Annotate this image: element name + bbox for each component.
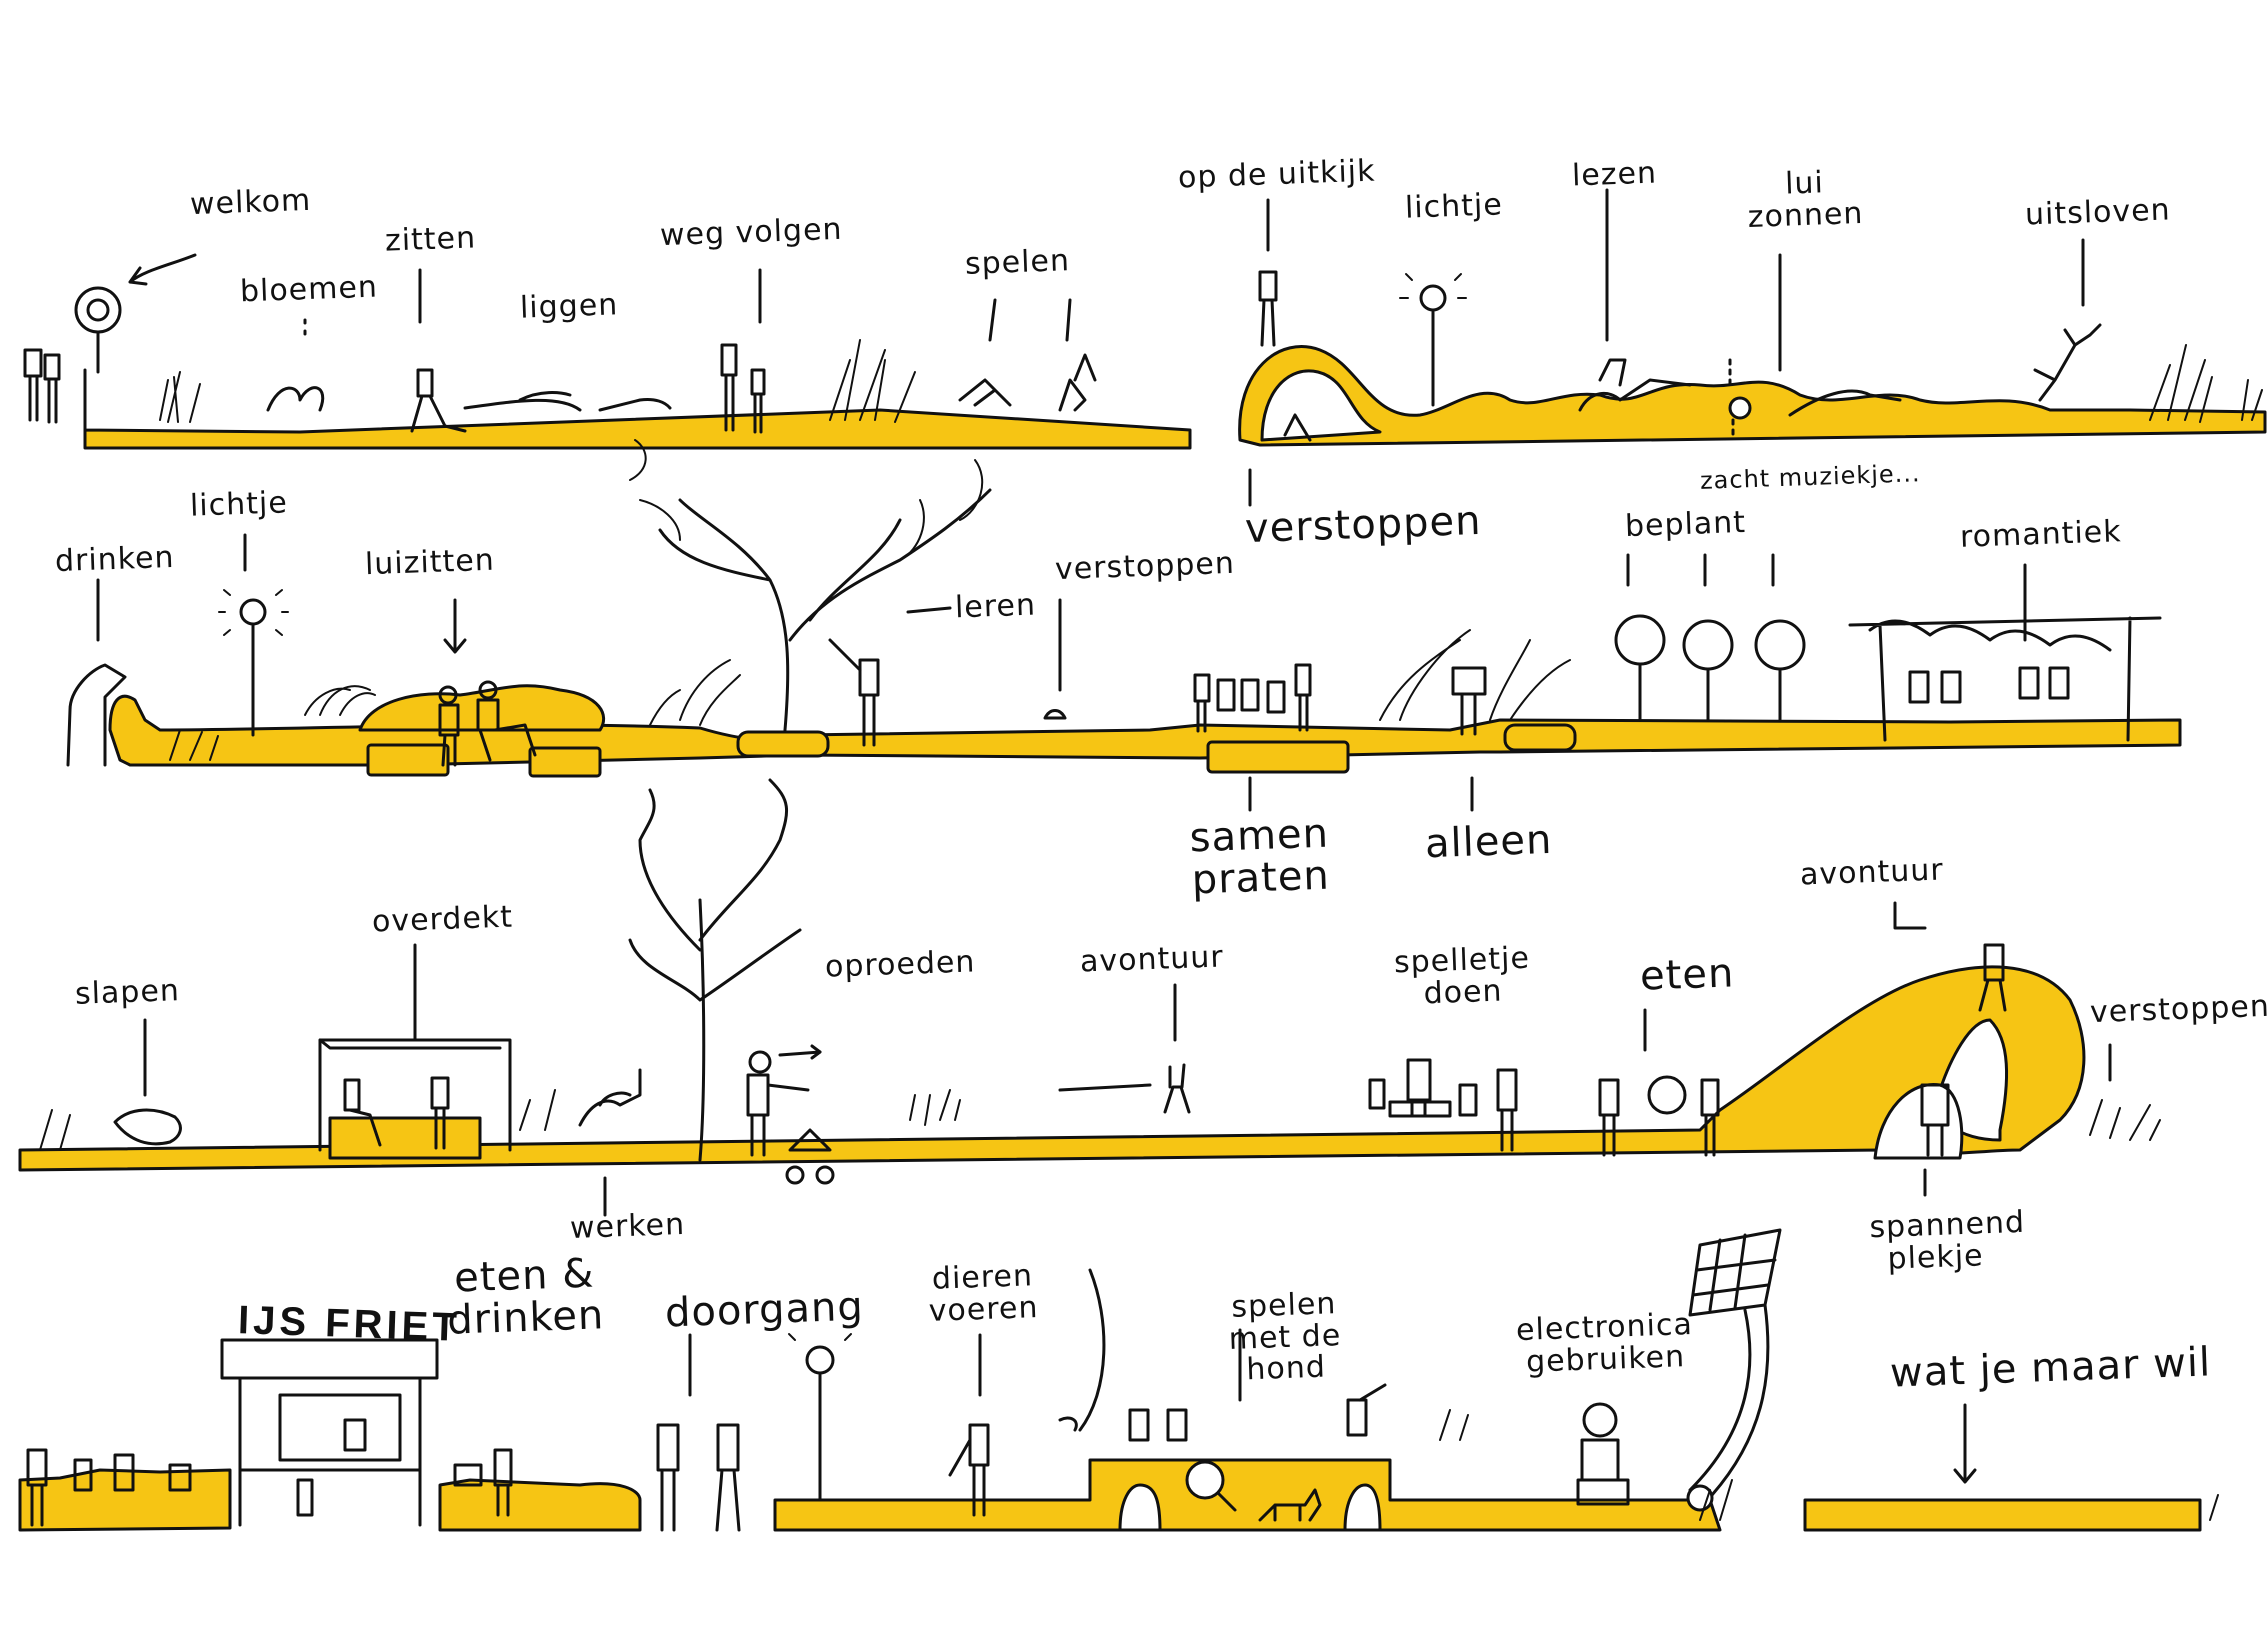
label-weg-volgen: weg volgen [659, 211, 844, 254]
tree-icon [629, 439, 992, 732]
beplant-trees [1614, 614, 1806, 722]
person-leren [828, 638, 880, 747]
label-bloemen: bloemen [239, 269, 379, 310]
shelter-icon [318, 1038, 512, 1152]
street-lamp-icon [788, 1333, 852, 1502]
welcome-sign-icon [74, 286, 122, 374]
label-op-de-uitkijk: op de uitkijk [1177, 153, 1377, 196]
row-3-strip [18, 965, 2086, 1172]
label-wat-je-maar-wil: wat je maar wil [1889, 1339, 2212, 1397]
person-avontuur [1978, 943, 2007, 1012]
kiosk-icon [220, 1338, 439, 1527]
label-werken: werken [569, 1207, 686, 1246]
label-doorgang: doorgang [664, 1283, 865, 1337]
label-luizitten: luizitten [364, 542, 496, 583]
row-4-strip [18, 1458, 2202, 1532]
people-spelletje [1368, 1058, 1518, 1152]
label-liggen: liggen [519, 287, 619, 326]
pergola-icon [1848, 616, 2162, 742]
people-spelen-hond [1128, 1383, 1387, 1442]
kiosk-sign-ijs-friet: IJS FRIET [237, 1298, 462, 1350]
label-avontuur-2: avontuur [1799, 852, 1945, 893]
label-electronica-gebruiken: electronica gebruiken [1515, 1306, 1694, 1380]
street-lamp-icon [1399, 273, 1467, 407]
label-zacht-muziekje: zacht muziekje... [1699, 459, 1922, 495]
people-doorgang [656, 1423, 741, 1532]
solar-panel-icon [1686, 1228, 1782, 1512]
label-verstoppen-1: verstoppen [1244, 497, 1483, 553]
row-2-strip [108, 684, 2182, 778]
label-welkom: welkom [189, 182, 312, 223]
label-uitsloven: uitsloven [2024, 192, 2172, 233]
label-lui-zonnen: lui zonnen [1747, 165, 1864, 235]
street-lamp-icon [218, 589, 289, 737]
people-queue [26, 1448, 192, 1527]
people-luizitten [438, 680, 537, 767]
label-spelen-1: spelen [964, 243, 1071, 282]
people-welkom [23, 348, 61, 424]
label-dieren-voeren: dieren voeren [928, 1258, 1039, 1329]
person-dieren-voeren [948, 1416, 1078, 1517]
label-lichtje-1: lichtje [1404, 187, 1504, 226]
person-oproeden [746, 1050, 835, 1185]
label-oproeden: oproeden [824, 944, 976, 985]
label-samen-praten: samen praten [1188, 810, 1331, 904]
label-romantiek: romantiek [1959, 514, 2123, 555]
label-leren: leren [954, 587, 1037, 626]
label-eten-drinken: eten & drinken [446, 1250, 605, 1344]
people-samen-praten [1193, 663, 1312, 733]
label-spelen-met-de-hond: spelen met de hond [1228, 1286, 1342, 1388]
people-eten-drinken [453, 1448, 513, 1517]
people-eten [1598, 1075, 1720, 1157]
label-zitten: zitten [384, 220, 477, 259]
label-beplant: beplant [1624, 504, 1747, 545]
label-lezen: lezen [1571, 155, 1658, 194]
label-verstoppen-3: verstoppen [2089, 988, 2268, 1031]
label-spelletje-doen: spelletje doen [1393, 940, 1531, 1011]
person-electronica [1576, 1402, 1630, 1506]
dog-icon [1258, 1488, 1322, 1522]
label-verstoppen-2: verstoppen [1054, 545, 1236, 588]
label-overdekt: overdekt [371, 899, 514, 940]
label-drinken: drinken [54, 539, 176, 580]
row-1-strip [83, 345, 2267, 450]
label-spannend-plekje: spannend plekje [1868, 1204, 2026, 1277]
label-alleen: alleen [1424, 816, 1554, 868]
label-slapen: slapen [74, 973, 181, 1012]
label-lichtje-2: lichtje [189, 485, 289, 524]
tree-icon [628, 778, 802, 1162]
person-alleen [1451, 666, 1487, 736]
label-eten-1: eten [1639, 950, 1736, 1000]
label-avontuur-1: avontuur [1079, 939, 1225, 980]
